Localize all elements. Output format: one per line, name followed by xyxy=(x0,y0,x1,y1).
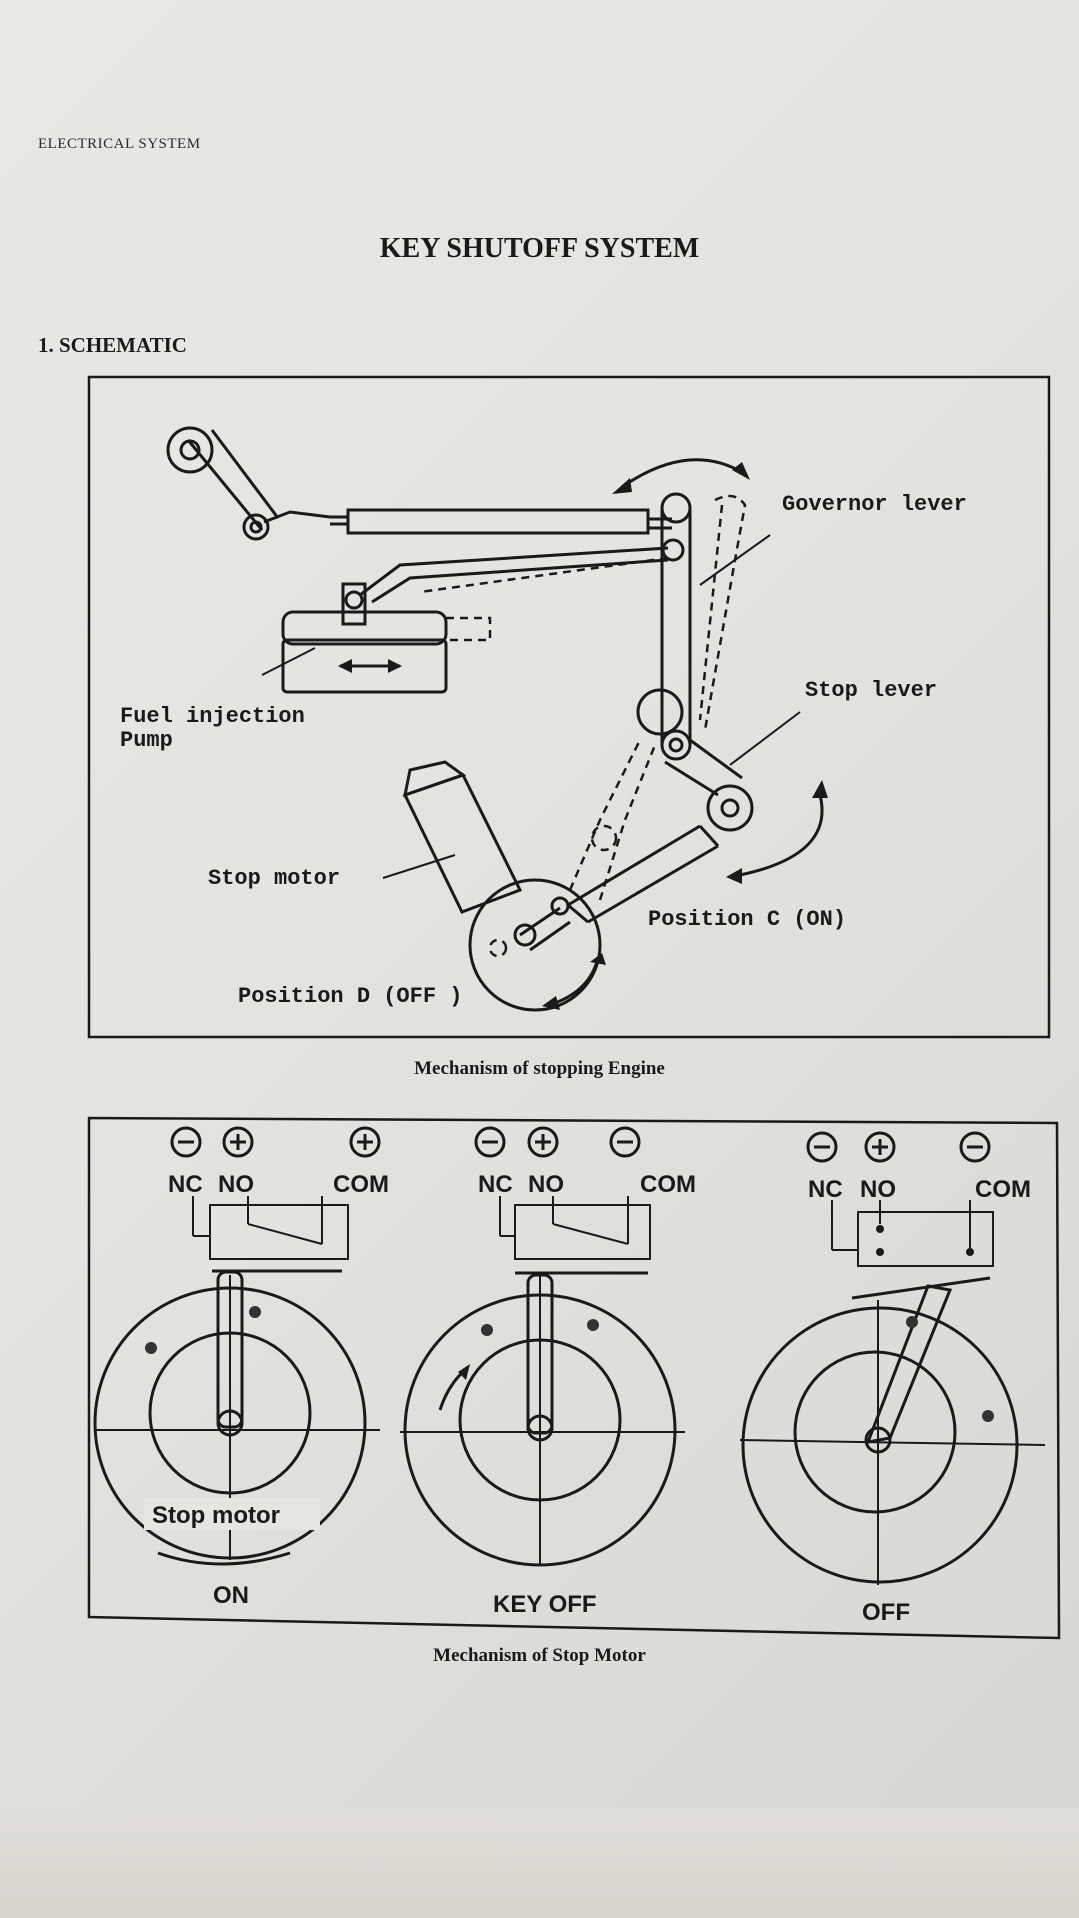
motor-link xyxy=(567,739,720,924)
panel-on: NC NO COM Stop motor ON xyxy=(93,1126,389,1609)
throttle-crank xyxy=(166,426,331,541)
figure1-caption: Mechanism of stopping Engine xyxy=(414,1058,665,1079)
label-no: NO xyxy=(218,1171,254,1198)
label-stop-lever: Stop lever xyxy=(805,678,937,703)
plus-icon xyxy=(222,1126,254,1158)
engine-stop-mechanism-figure: Governor lever Fuel injection Pump Stop … xyxy=(87,375,1051,1039)
governor-lever-alt xyxy=(703,494,747,731)
motor-rotation-arrow xyxy=(554,957,600,1005)
section-heading: 1. SCHEMATIC xyxy=(38,333,187,357)
label-no: NO xyxy=(860,1176,896,1203)
panel-key-off: NC NO COM KEY OFF xyxy=(400,1126,696,1618)
stop-motor xyxy=(402,760,602,1012)
label-com: COM xyxy=(333,1171,389,1198)
minus-icon xyxy=(806,1131,838,1163)
limit-switch xyxy=(514,1204,651,1260)
fuel-injection-pump xyxy=(281,582,492,694)
label-com: COM xyxy=(640,1171,696,1198)
state-label: OFF xyxy=(862,1599,910,1626)
cam-arm xyxy=(865,1284,953,1444)
stop-lever xyxy=(636,688,754,832)
label-nc: NC xyxy=(168,1171,203,1198)
label-nc: NC xyxy=(808,1176,843,1203)
label-stop-motor: Stop motor xyxy=(208,866,340,891)
stop-lever-rotation-arrow xyxy=(739,794,824,877)
label-pump: Pump xyxy=(120,728,173,753)
plus-icon xyxy=(864,1131,896,1163)
cam-arm xyxy=(216,1270,244,1429)
motor-disc xyxy=(741,1306,1019,1584)
plus-icon xyxy=(349,1126,381,1158)
state-label: KEY OFF xyxy=(493,1591,597,1618)
minus-icon xyxy=(170,1126,202,1158)
underlying-page xyxy=(0,1795,1079,1918)
stop-motor-mechanism-figure: NC NO COM Stop motor ON xyxy=(87,1116,1061,1640)
swing-arrow xyxy=(621,458,746,489)
figure2-frame xyxy=(87,1116,1061,1640)
cam-arm xyxy=(526,1273,554,1435)
minus-icon xyxy=(959,1131,991,1163)
pump-linkage xyxy=(359,546,669,604)
governor-lever xyxy=(660,492,692,761)
limit-switch xyxy=(209,1204,349,1260)
label-fuel-injection: Fuel injection xyxy=(120,704,305,729)
label-nc: NC xyxy=(478,1171,513,1198)
plus-icon xyxy=(527,1126,559,1158)
label-com: COM xyxy=(975,1176,1031,1203)
link-rod xyxy=(330,508,672,535)
label-stop-motor-2: Stop motor xyxy=(152,1502,280,1529)
figure2-caption: Mechanism of Stop Motor xyxy=(433,1645,646,1666)
figure1-frame xyxy=(87,375,1051,1039)
label-no: NO xyxy=(528,1171,564,1198)
label-governor-lever: Governor lever xyxy=(782,492,967,517)
state-label: ON xyxy=(213,1582,249,1609)
minus-icon xyxy=(474,1126,506,1158)
page-title: KEY SHUTOFF SYSTEM xyxy=(379,233,700,264)
limit-switch xyxy=(857,1211,994,1267)
label-position-d: Position D (OFF ) xyxy=(238,984,462,1009)
label-position-c: Position C (ON) xyxy=(648,907,846,932)
page-header: ELECTRICAL SYSTEM xyxy=(38,136,201,152)
minus-icon xyxy=(609,1126,641,1158)
panel-off: NC NO COM OFF xyxy=(739,1131,1046,1626)
